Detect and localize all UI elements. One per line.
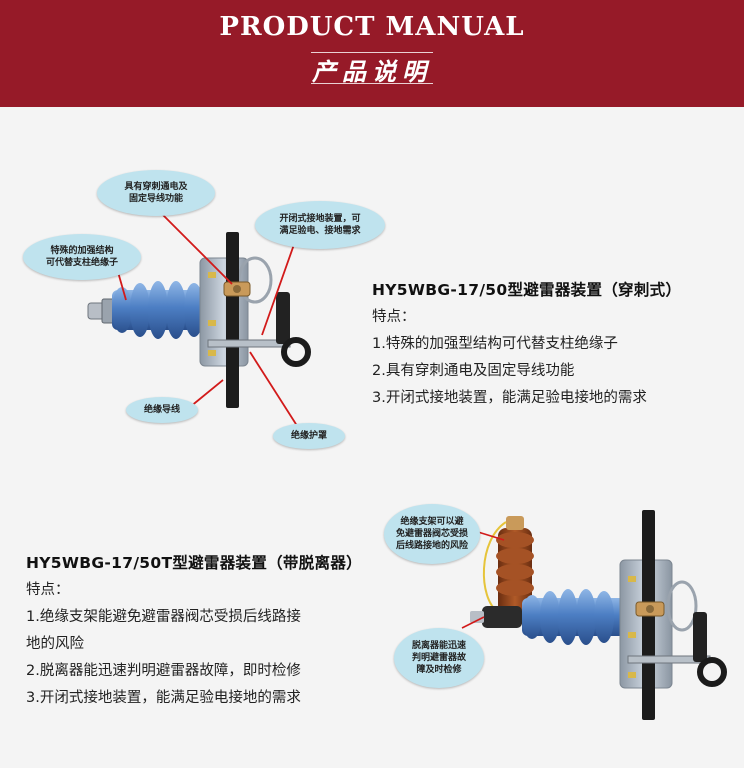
callout-ground-switch: 开闭式接地装置，可 满足验电、接地需求 — [255, 201, 385, 249]
callout-insulated-cover: 绝缘护罩 — [273, 423, 345, 449]
product1-insulator-body — [112, 281, 208, 339]
product1-puncture-clamp — [223, 281, 251, 297]
callout-reinforced-structure: 特殊的加强结构 可代替支柱绝缘子 — [23, 234, 141, 280]
product1-insulated-wire — [226, 232, 239, 408]
product2-feature-3: 3.开闭式接地装置，能满足验电接地的需求 — [26, 690, 301, 706]
product2-features-label: 特点： — [26, 582, 70, 598]
product2-ground-handle — [627, 612, 727, 687]
product2-feature-1: 1.绝缘支架能避免避雷器阀芯受损后线路接 — [26, 609, 301, 625]
product1-title: HY5WBG-17/50型避雷器装置（穿刺式） — [372, 281, 682, 299]
product2-puncture-clamp — [635, 601, 665, 617]
product1-end-bolt — [87, 298, 115, 324]
product2-leader-lines — [461, 531, 505, 629]
header-title-zh: 产品说明 — [312, 57, 432, 86]
product2-description: HY5WBG-17/50T型避雷器装置（带脱离器） 特点： 1.绝缘支架能避免避… — [26, 551, 362, 707]
header-title-frame — [311, 52, 433, 84]
product1-ground-handle — [207, 292, 311, 367]
product2-insulator-body — [522, 589, 626, 645]
callout-puncture: 具有穿刺通电及 固定导线功能 — [97, 170, 215, 216]
header-title-en: PRODUCT MANUAL — [219, 12, 525, 42]
product2-feature-1-cont: 地的风险 — [26, 636, 84, 652]
product2-housing — [619, 559, 698, 689]
callout-insulating-bracket: 绝缘支架可以避 免避雷器阀芯受损 后线路接地的风险 — [384, 504, 480, 564]
product1-feature-1: 1.特殊的加强型结构可代替支柱绝缘子 — [372, 336, 618, 352]
product1-features-label: 特点： — [372, 309, 416, 325]
product1-description: HY5WBG-17/50型避雷器装置（穿刺式） 特点： 1.特殊的加强型结构可代… — [372, 278, 681, 407]
header-banner: PRODUCT MANUAL 产品说明 — [0, 0, 744, 107]
product1-leader-lines — [117, 211, 302, 433]
product1-feature-2: 2.具有穿刺通电及固定导线功能 — [372, 363, 575, 379]
product2-title: HY5WBG-17/50T型避雷器装置（带脱离器） — [26, 554, 362, 572]
callout-insulated-wire: 绝缘导线 — [126, 397, 198, 423]
product1-feature-3: 3.开闭式接地装置，能满足验电接地的需求 — [372, 390, 647, 406]
product2-insulating-bracket — [496, 516, 534, 624]
product2-disconnector — [470, 606, 522, 628]
callout-disconnector: 脱离器能迅速 判明避雷器故 障及时检修 — [394, 628, 484, 688]
product2-feature-2: 2.脱离器能迅速判明避雷器故障，即时检修 — [26, 663, 301, 679]
